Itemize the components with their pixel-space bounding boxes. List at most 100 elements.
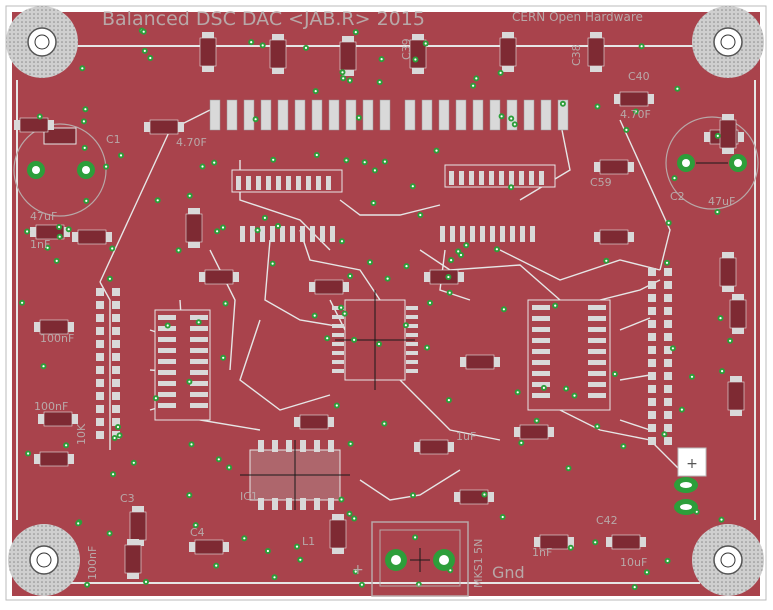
label-l1: L1 (302, 535, 315, 548)
ic-pin (588, 316, 606, 321)
ic-pin (332, 306, 344, 310)
resistor-pad (96, 392, 104, 400)
resistor-pad (96, 288, 104, 296)
resistor-pad (664, 307, 672, 315)
ic-pin (406, 351, 418, 355)
via-drill (67, 228, 70, 231)
ic-pin (250, 226, 255, 242)
via-drill (499, 71, 502, 74)
component-pad (30, 227, 36, 237)
ic-pin (320, 226, 325, 242)
component-pad (68, 454, 74, 464)
label-1nf-a: 1nF (30, 238, 50, 251)
resistor-pad (112, 288, 120, 296)
via-drill (663, 433, 666, 436)
component-body (185, 213, 203, 243)
component-body (419, 439, 449, 455)
label-c1: C1 (106, 133, 121, 146)
component-pad (127, 573, 139, 579)
via-drill (622, 445, 625, 448)
via-drill (565, 387, 568, 390)
via-drill (188, 194, 191, 197)
via-array (19, 27, 734, 591)
via-drill (82, 120, 85, 123)
ic-pin (306, 176, 311, 190)
component-pad (614, 94, 620, 104)
label-1uf: 1uF (456, 430, 476, 443)
via-drill (729, 339, 732, 342)
via-drill (360, 583, 363, 586)
component-pad (72, 414, 78, 424)
component-body (39, 451, 69, 467)
ic-pin (406, 360, 418, 364)
component-pad (202, 32, 214, 38)
via-drill (516, 391, 519, 394)
ic-pin (158, 403, 176, 408)
via-drill (295, 545, 299, 548)
ic-pin (532, 371, 550, 376)
component-pad (68, 322, 74, 332)
ic-pin (588, 338, 606, 343)
label-47uf-right: 47uF (708, 195, 735, 208)
via-drill (256, 229, 259, 232)
header-pin (294, 99, 306, 131)
via-drill (84, 108, 87, 111)
resistor-pad (664, 320, 672, 328)
component-pad (534, 537, 540, 547)
component-pad (127, 539, 139, 545)
ic-pin (588, 305, 606, 310)
via-drill (613, 372, 617, 376)
via-drill (596, 425, 599, 428)
via-drill (340, 240, 344, 243)
resistor-pad (664, 333, 672, 341)
ic-pin (326, 176, 331, 190)
component-pad (590, 32, 602, 38)
ic-pin (276, 176, 281, 190)
ic-pin (190, 337, 208, 342)
component-pad (223, 542, 229, 552)
via-drill (353, 338, 356, 341)
header-pin (455, 99, 467, 131)
ic-pin (332, 315, 344, 319)
ic-pin (300, 226, 305, 242)
ic-pin (190, 403, 208, 408)
component-pad (178, 122, 184, 132)
header-pin (243, 99, 255, 131)
via-drill (535, 419, 538, 422)
via-drill (58, 225, 61, 229)
resistor-pad (112, 392, 120, 400)
ic-pin (258, 498, 264, 510)
component-pad (514, 427, 520, 437)
via-drill (144, 580, 148, 584)
ic-pin (190, 326, 208, 331)
component-pad (48, 120, 54, 130)
ic-pin (588, 371, 606, 376)
header-pin (362, 99, 374, 131)
resistor-pad (112, 431, 120, 439)
ic-pin (158, 326, 176, 331)
via-drill (143, 49, 146, 53)
ic-pin (529, 171, 534, 185)
via-drill (405, 265, 408, 268)
ic-pin (530, 226, 535, 242)
resistor-pad (112, 405, 120, 413)
component-pad (458, 272, 464, 282)
component-body (611, 534, 641, 550)
resistor-pad (664, 385, 672, 393)
component-body (599, 229, 629, 245)
label-1nf-b: 1nF (532, 546, 552, 559)
ic-pin (280, 226, 285, 242)
label-10uf: 10uF (620, 556, 647, 569)
ic-pin (332, 360, 344, 364)
ic-pin (450, 226, 455, 242)
component-pad (488, 492, 494, 502)
component-pad (640, 537, 646, 547)
via-drill (435, 149, 438, 152)
output-connector: + (674, 447, 707, 515)
via-drill (342, 77, 345, 80)
component-pad (704, 132, 710, 142)
capacitor-c2-right (665, 116, 759, 210)
resistor-pad (664, 424, 672, 432)
header-pin (404, 99, 416, 131)
